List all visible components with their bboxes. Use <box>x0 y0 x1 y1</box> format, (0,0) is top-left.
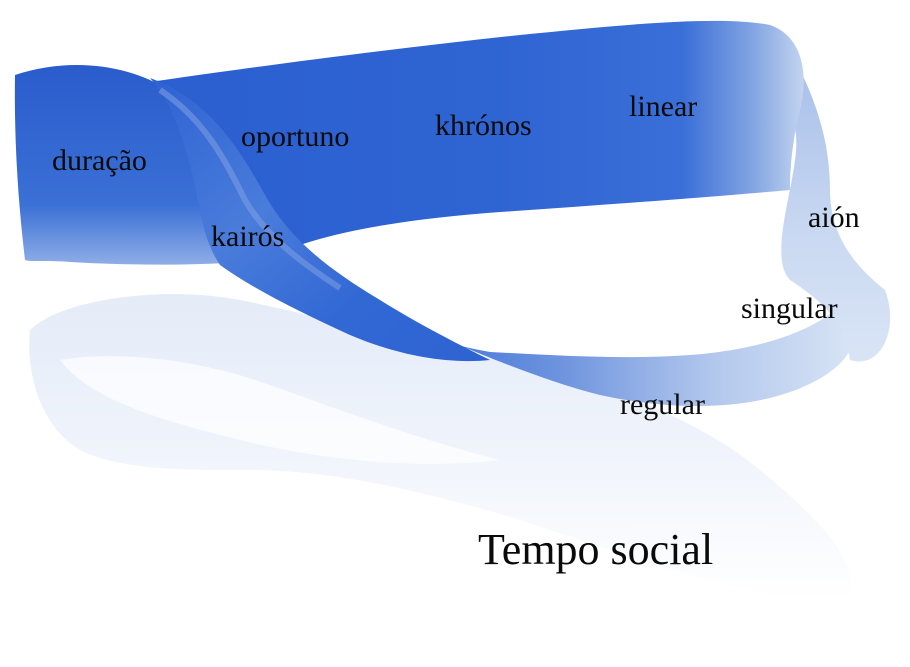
diagram-caption: Tempo social <box>478 525 714 574</box>
label-regular: regular <box>620 388 705 421</box>
label-linear: linear <box>629 90 698 123</box>
label-singular: singular <box>741 292 838 325</box>
band-right-loop <box>780 70 891 362</box>
band-twist <box>150 78 490 362</box>
label-aion: aión <box>808 201 860 234</box>
label-kairos: kairós <box>211 220 285 253</box>
band-reflection-inner <box>60 356 500 464</box>
label-oportuno: oportuno <box>241 120 350 153</box>
label-duracao: duração <box>52 144 147 177</box>
label-khronos: khrónos <box>435 109 532 142</box>
band-twist-highlight <box>158 87 342 291</box>
band-top-strip <box>130 20 804 245</box>
band-lower-strip <box>400 300 850 406</box>
